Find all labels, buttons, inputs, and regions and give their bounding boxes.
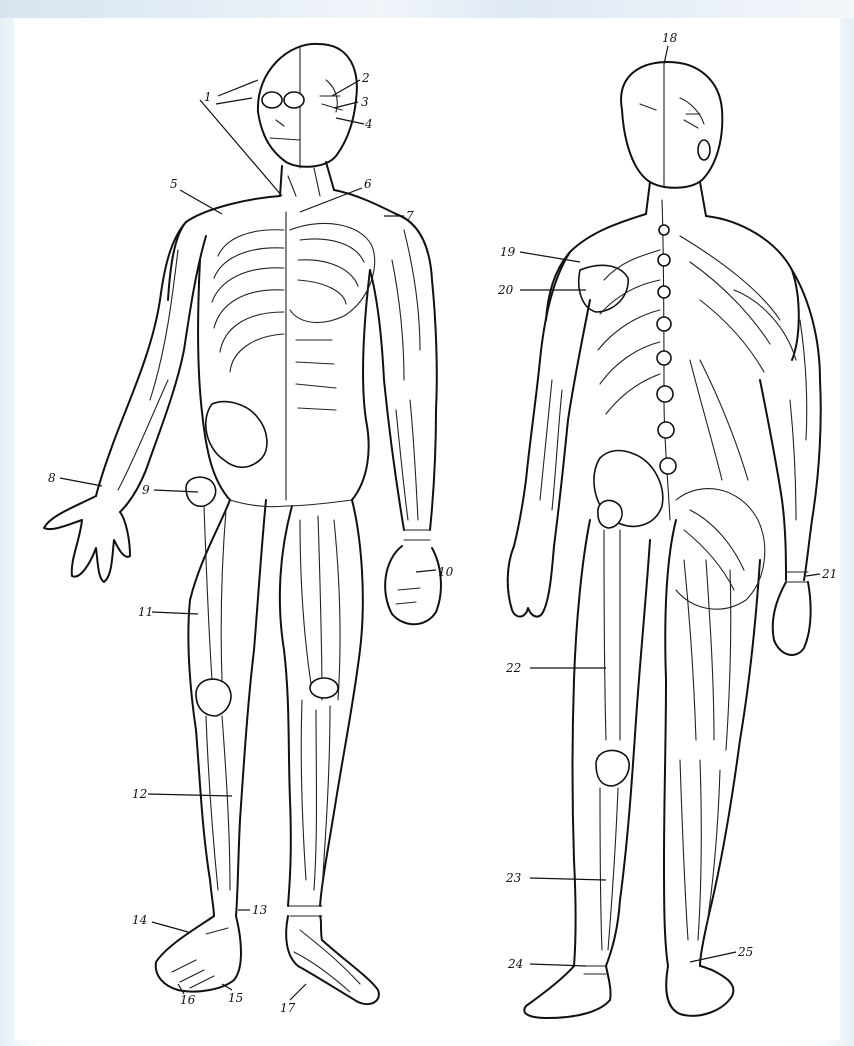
label-25: 25: [737, 945, 753, 959]
label-13: 13: [252, 903, 268, 917]
label-6: 6: [364, 177, 372, 191]
label-10: 10: [438, 565, 454, 579]
label-1: 1: [204, 90, 212, 104]
label-2: 2: [361, 71, 370, 85]
label-16: 16: [180, 993, 196, 1007]
label-5: 5: [170, 177, 178, 191]
label-17: 17: [280, 1001, 296, 1015]
label-4: 4: [364, 117, 373, 131]
label-22: 22: [505, 661, 521, 675]
label-3: 3: [361, 95, 369, 109]
label-14: 14: [132, 913, 147, 927]
label-12: 12: [132, 787, 147, 801]
label-23: 23: [505, 871, 522, 885]
label-9: 9: [142, 483, 150, 497]
label-18: 18: [662, 31, 678, 45]
label-24: 24: [507, 957, 523, 971]
label-15: 15: [228, 991, 243, 1005]
label-20: 20: [497, 283, 514, 297]
back-figure: [508, 62, 821, 1018]
label-19: 19: [500, 245, 516, 259]
label-21: 21: [821, 567, 837, 581]
label-7: 7: [406, 209, 414, 223]
label-8: 8: [48, 471, 56, 485]
label-11: 11: [138, 605, 153, 619]
front-figure: [44, 44, 441, 1004]
